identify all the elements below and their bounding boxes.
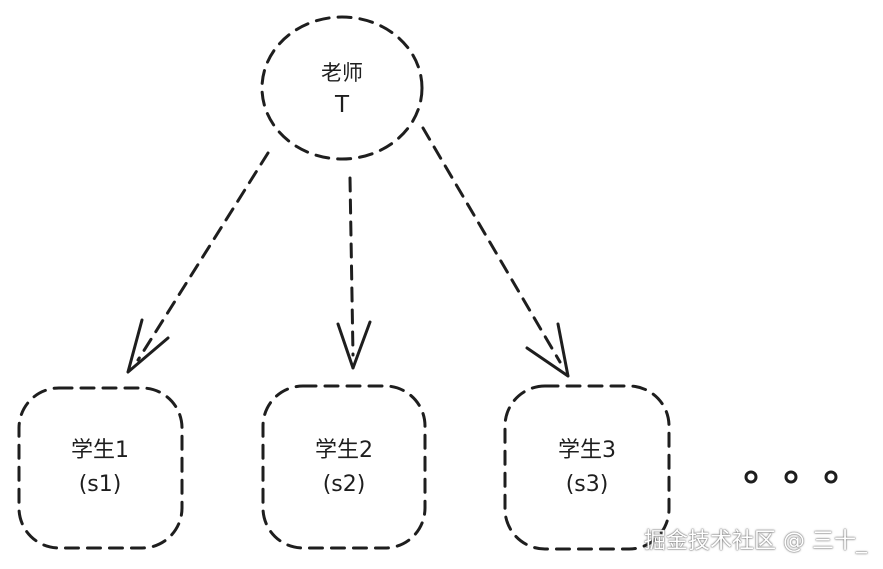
ellipsis-dot: [744, 470, 758, 484]
student-code: (s2): [323, 472, 366, 497]
arrow-line: [348, 176, 355, 357]
student-box: [261, 384, 427, 550]
arrow-to-student-3: [421, 126, 570, 378]
arrowhead: [336, 320, 372, 370]
student-name: 学生1: [71, 438, 129, 463]
teacher-circle: [260, 15, 424, 161]
teacher-code: T: [334, 92, 350, 118]
arrow-line: [136, 151, 270, 362]
arrow-to-student-2: [336, 176, 372, 370]
student-box: [17, 386, 184, 550]
student-box: [503, 384, 671, 551]
teacher-name: 老师: [321, 61, 363, 85]
student-node-2: 学生2 (s2): [261, 384, 427, 550]
more-students-ellipsis: [744, 470, 838, 484]
student-name: 学生3: [558, 438, 616, 463]
student-node-3: 学生3 (s3): [503, 384, 671, 551]
watermark: 掘金技术社区 @ 三十_: [644, 529, 867, 554]
teacher-node: 老师 T: [260, 15, 424, 161]
arrowhead: [126, 318, 170, 374]
ellipsis-dot: [824, 470, 838, 484]
student-code: (s1): [79, 472, 122, 497]
arrow-line: [421, 126, 562, 364]
arrow-to-student-1: [126, 151, 270, 374]
ellipsis-dot: [784, 470, 798, 484]
arrowhead: [525, 322, 570, 378]
student-node-1: 学生1 (s1): [17, 386, 184, 550]
student-code: (s3): [566, 472, 609, 497]
student-name: 学生2: [315, 438, 373, 463]
